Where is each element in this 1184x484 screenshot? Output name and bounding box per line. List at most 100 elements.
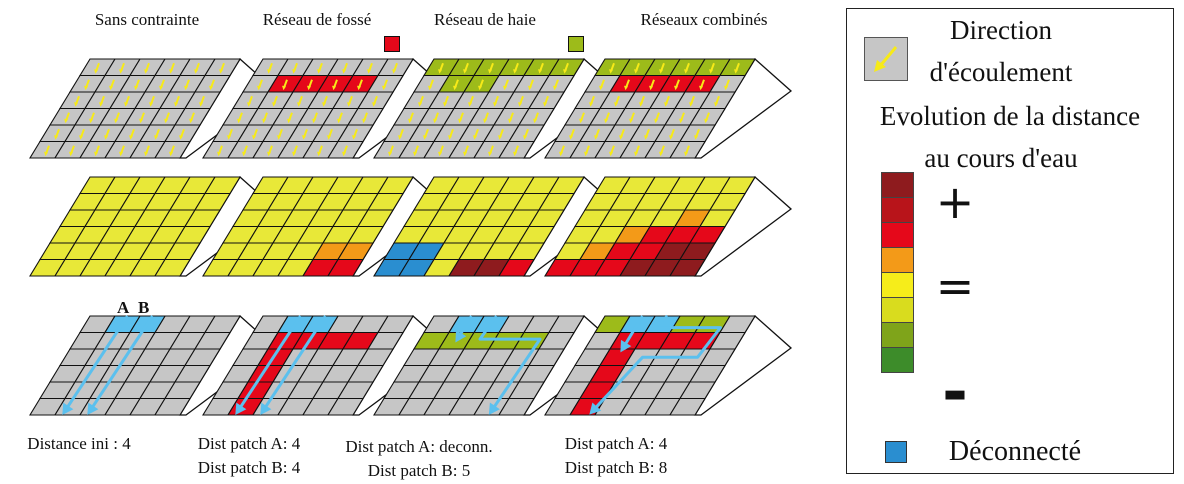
- flow-arrow-head: [418, 102, 422, 107]
- flow-arrow-head: [332, 85, 336, 91]
- grid-cell: [377, 315, 414, 334]
- patch-label-b: B: [138, 298, 150, 317]
- flow-arrow-head: [74, 102, 78, 107]
- flow-arrow-head: [533, 118, 537, 124]
- grid-cell: [719, 176, 756, 195]
- flow-path-line: [63, 315, 129, 413]
- flow-arrow-head: [463, 151, 467, 157]
- flow-path-arrowhead: [455, 330, 467, 343]
- flow-arrow-head: [109, 85, 113, 91]
- flow-arrow-head: [262, 118, 266, 124]
- flow-arrow-head: [189, 118, 193, 124]
- flow-arrow-head: [388, 151, 392, 157]
- flow-arrow-head: [438, 69, 442, 74]
- flow-arrow-head: [599, 85, 603, 91]
- flow-arrow-head: [372, 102, 376, 107]
- flow-arrow-head: [227, 135, 231, 140]
- legend-equal-sign: =: [935, 259, 975, 313]
- flow-arrow-head: [154, 135, 158, 140]
- flow-arrow-head: [174, 102, 178, 107]
- flow-arrow-head: [342, 69, 346, 74]
- flow-arrow-head: [257, 85, 261, 91]
- flow-arrow-head: [347, 102, 351, 107]
- flow-arrow-head: [209, 85, 213, 91]
- flow-arrow-head: [247, 102, 251, 107]
- scale-cell-3: [881, 222, 914, 248]
- flow-arrow-head: [392, 69, 396, 74]
- flow-arrow-head: [453, 85, 457, 91]
- flow-arrow-head: [317, 69, 321, 74]
- flow-arrow-head: [508, 118, 512, 124]
- flow-arrow-head: [523, 135, 527, 140]
- flow-arrow-head: [149, 102, 153, 107]
- flow-arrow-head: [312, 118, 316, 124]
- flow-arrow-head: [468, 102, 472, 107]
- flow-arrow-head: [282, 85, 286, 91]
- flow-arrow-head: [488, 69, 492, 74]
- flow-arrow-head: [684, 69, 688, 74]
- flow-arrow-head: [684, 151, 688, 157]
- flow-arrow-head: [327, 135, 331, 140]
- flow-arrow-head: [528, 85, 532, 91]
- flow-arrow-head: [99, 102, 103, 107]
- slope-grid-r1-c3: [373, 57, 622, 159]
- flow-arrow-head: [124, 102, 128, 107]
- flow-arrow-head: [114, 118, 118, 124]
- flow-arrow-head: [139, 118, 143, 124]
- caption-hedge-a: Dist patch A: deconn.: [345, 437, 493, 456]
- flow-arrow-head: [134, 85, 138, 91]
- flow-arrow-head: [307, 85, 311, 91]
- flow-arrow-head: [79, 135, 83, 140]
- flow-path-arrowhead: [488, 402, 500, 415]
- flow-arrow-head: [594, 135, 598, 140]
- flow-arrow-head: [129, 135, 133, 140]
- flow-arrow-head: [709, 69, 713, 74]
- flow-arrow-head: [267, 151, 271, 157]
- scale-cell-5: [881, 272, 914, 298]
- slope-grid-r3-c3: [373, 314, 622, 416]
- flow-arrow-head: [734, 69, 738, 74]
- flow-arrow-head: [538, 69, 542, 74]
- slope-grid-r2-c3: [373, 175, 622, 277]
- flow-arrow-head: [119, 69, 123, 74]
- flow-arrow-head: [362, 118, 366, 124]
- flow-arrow-head: [119, 151, 123, 157]
- slope-grid-r1-c4: [544, 57, 793, 159]
- flow-arrow-head: [408, 118, 412, 124]
- flow-arrow-head: [84, 85, 88, 91]
- flow-arrow-head: [297, 102, 301, 107]
- flow-arrow-head: [94, 69, 98, 74]
- flow-arrow-head: [699, 85, 703, 91]
- flow-arrow-head: [569, 135, 573, 140]
- flow-arrow-head: [589, 102, 593, 107]
- flow-arrow-head: [679, 118, 683, 124]
- flow-arrow-head: [287, 118, 291, 124]
- flow-path-line: [478, 315, 542, 413]
- flow-arrow-head: [553, 85, 557, 91]
- flow-arrow-head: [478, 85, 482, 91]
- flow-arrow-head: [609, 151, 613, 157]
- flow-arrow-head: [689, 102, 693, 107]
- flow-arrow-head: [659, 69, 663, 74]
- legend-plus-sign: +: [935, 175, 975, 229]
- flow-path-line: [261, 315, 327, 413]
- flow-arrow-head: [382, 85, 386, 91]
- flow-arrow-head: [604, 118, 608, 124]
- flow-arrow-head: [242, 151, 246, 157]
- flow-arrow-head: [704, 118, 708, 124]
- flow-arrow-head: [89, 118, 93, 124]
- grid-cell: [204, 315, 241, 334]
- flow-arrow-head: [669, 135, 673, 140]
- flow-arrow-head: [267, 69, 271, 74]
- flow-arrow-head: [513, 69, 517, 74]
- grid-drawings: [29, 57, 793, 416]
- scale-cell-2: [881, 197, 914, 223]
- flow-arrow-head: [199, 102, 203, 107]
- flow-arrow-head: [277, 135, 281, 140]
- flow-arrow-head: [579, 118, 583, 124]
- legend-distance-line1: Evolution de la distance: [879, 101, 1141, 131]
- flow-arrow-head: [322, 102, 326, 107]
- flow-arrow-head: [503, 85, 507, 91]
- flow-arrow-head: [217, 151, 221, 157]
- flow-arrow-head: [367, 69, 371, 74]
